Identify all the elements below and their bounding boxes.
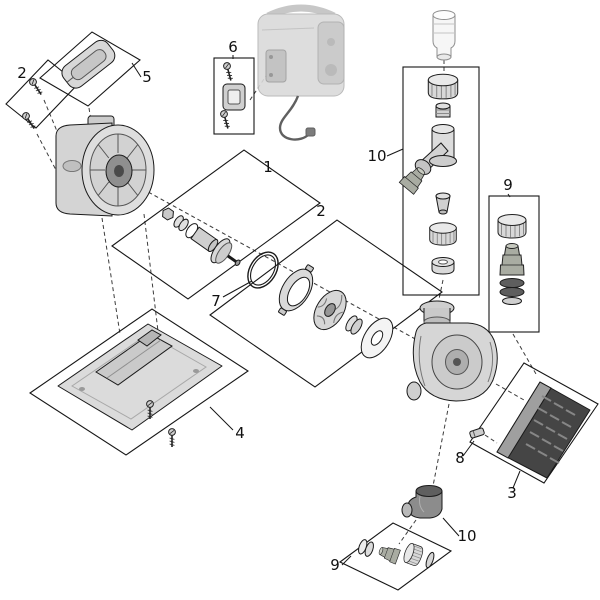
cable-plug (305, 127, 316, 137)
washers (358, 539, 374, 557)
callout-label-elbow: 10 (457, 527, 476, 545)
screw-icon (167, 427, 177, 448)
impeller (313, 289, 347, 331)
callout-box-cover (39, 31, 141, 107)
callout-label-cover: 5 (142, 68, 152, 86)
part-elbow-connector (401, 485, 443, 519)
part-filter-shell (496, 381, 591, 479)
callout-box-seal-kit (209, 219, 443, 388)
callout-label-o-ring: 7 (211, 292, 221, 310)
fan-spokes (90, 134, 146, 206)
reference-photo (257, 4, 345, 141)
o-ring (499, 278, 525, 288)
callout-label-screws: 2 (17, 64, 27, 82)
outlet-stub (406, 381, 422, 401)
cone-adapter (435, 192, 451, 215)
callout-label-hose-tail-top: 9 (503, 176, 513, 194)
union-nut (427, 73, 459, 100)
rotor-shaft (226, 254, 238, 264)
shell-slots (525, 395, 576, 464)
flat-ring (431, 257, 455, 275)
part-motor-housing (55, 115, 155, 217)
part-clip (469, 427, 485, 439)
callout-label-seal-kit: 2 (316, 202, 326, 220)
bushing (345, 315, 363, 335)
threaded-stub (435, 102, 451, 118)
stepped-hose-tail (376, 543, 401, 565)
callout-label-fittings: 10 (367, 147, 386, 165)
callout-box-rotor (111, 149, 321, 300)
power-cable (278, 95, 310, 141)
part-seal-kit (247, 251, 394, 359)
pump-handle (266, 4, 336, 20)
callout-box-hose-tail-bottom (338, 522, 453, 591)
part-hose-tail-top (497, 214, 527, 305)
callout-labels: 2 5 6 1 2 10 9 7 4 8 3 10 9 (17, 38, 517, 574)
part-pump-volute (406, 300, 498, 402)
callout-label-clamp: 6 (228, 38, 238, 56)
tee-fitting (398, 124, 457, 195)
callout-label-base: 4 (235, 424, 245, 442)
wear-plate (278, 264, 314, 316)
callout-box-hose-tail-top (488, 195, 540, 333)
union-nut (497, 214, 527, 239)
part-fittings-column (398, 73, 459, 275)
callout-label-hose-tail-bottom: 9 (330, 556, 340, 574)
callout-box-clamp (213, 57, 255, 135)
callout-label-shell: 3 (507, 484, 517, 502)
o-ring (247, 251, 279, 289)
rail-clip (137, 329, 162, 347)
washer-disc (360, 317, 394, 359)
part-clamp (219, 61, 246, 131)
callout-box-shell (469, 362, 599, 484)
stepped-hose-tail (499, 243, 525, 276)
screw-icon (27, 76, 45, 98)
callout-label-clip: 8 (455, 449, 465, 467)
part-base-plate (57, 323, 223, 448)
hex-nut (162, 207, 174, 221)
o-ring (499, 287, 525, 297)
leader-lines (131, 55, 521, 566)
part-cover (61, 39, 116, 89)
union-nut (401, 541, 425, 568)
part-clear-connector (432, 10, 456, 61)
clamp-mount-area (265, 49, 287, 83)
part-hose-tail-bottom (358, 539, 435, 569)
callout-box-base (29, 308, 249, 456)
union-nut (429, 222, 457, 246)
part-rotor-assembly (162, 207, 241, 266)
callout-boxes (5, 31, 599, 591)
screw-icon (222, 61, 235, 83)
brand-badge (62, 160, 82, 172)
screw-icon (219, 109, 232, 131)
callout-label-rotor: 1 (263, 158, 273, 176)
